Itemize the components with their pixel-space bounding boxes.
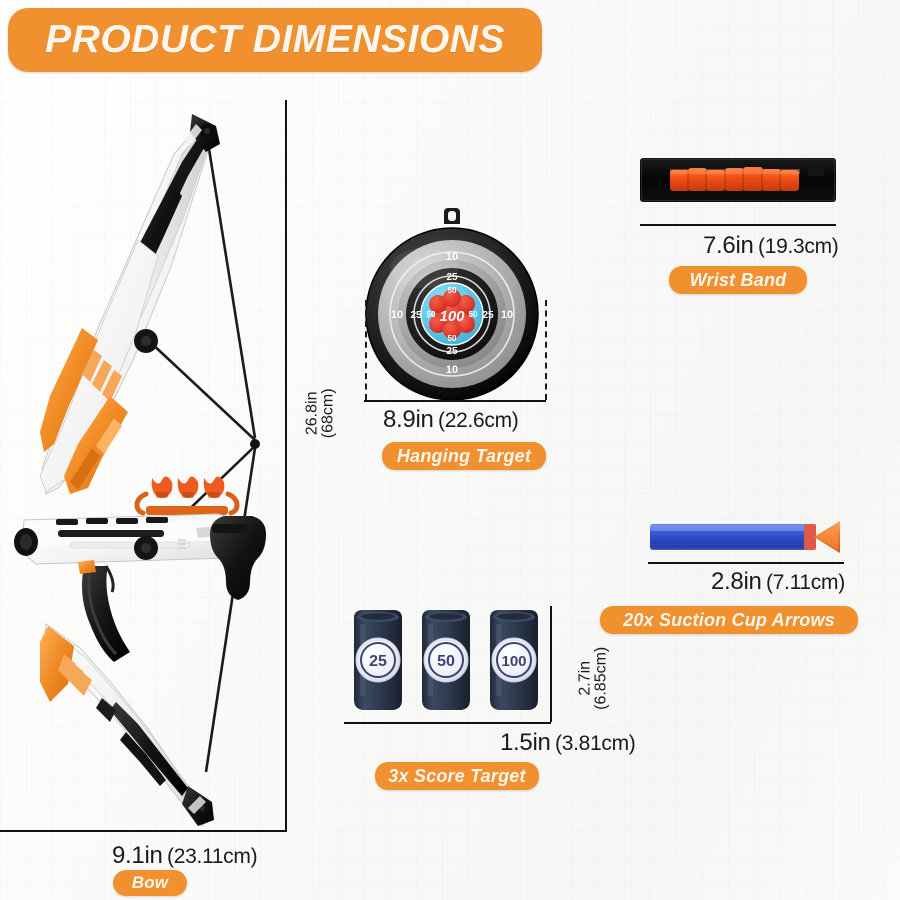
- svg-text:100: 100: [439, 308, 465, 325]
- cans-height-inches: 2.7in: [576, 660, 594, 696]
- page-title: PRODUCT DIMENSIONS: [8, 8, 542, 72]
- cans-height-cm: (6.85cm): [593, 646, 610, 710]
- label-hanging-target: Hanging Target: [382, 442, 546, 470]
- label-bow: Bow: [113, 870, 187, 896]
- bow-width-dimension-line: [0, 830, 287, 832]
- svg-text:50: 50: [427, 310, 436, 319]
- target-width-inches: 8.9in: [383, 406, 434, 433]
- svg-text:25: 25: [369, 653, 387, 670]
- svg-text:100: 100: [501, 653, 526, 670]
- label-suction-cup-arrows: 20x Suction Cup Arrows: [600, 606, 858, 634]
- svg-text:10: 10: [501, 309, 513, 321]
- dart-width-measurement: 2.8in (7.11cm): [711, 568, 845, 596]
- cans-height-dimension-line: [550, 606, 552, 722]
- bow-width-measurement: 9.1in (23.11cm): [112, 842, 258, 870]
- bow-width-cm: (23.11cm): [167, 845, 258, 868]
- label-wrist-band: Wrist Band: [669, 266, 807, 294]
- cans-width-measurement: 1.5in (3.81cm): [500, 729, 636, 757]
- cans-width-dimension-line: [344, 722, 551, 724]
- svg-text:25: 25: [410, 310, 422, 321]
- dart-width-inches: 2.8in: [711, 568, 762, 595]
- svg-text:25: 25: [446, 272, 458, 283]
- target-width-cm: (22.6cm): [438, 409, 519, 432]
- bow-height-inches: 26.8in: [303, 391, 321, 436]
- bow-height-cm: (68cm): [320, 388, 337, 439]
- target-width-measurement: 8.9in (22.6cm): [383, 406, 519, 434]
- wrist-band-width-dimension-line: [640, 224, 836, 226]
- wrist-band-icon: [640, 152, 836, 208]
- svg-text:25: 25: [482, 310, 494, 321]
- target-width-dimension-line: [364, 400, 546, 402]
- score-cans-icon: 25 50: [344, 604, 540, 720]
- bow-height-measurement: 26.8in (68cm): [303, 367, 338, 459]
- svg-text:10: 10: [391, 309, 403, 321]
- svg-text:10: 10: [446, 364, 458, 376]
- bow-height-dimension-line: [285, 100, 287, 830]
- label-score-target: 3x Score Target: [375, 762, 539, 790]
- svg-text:10: 10: [446, 251, 458, 263]
- wrist-band-width-cm: (19.3cm): [758, 235, 839, 258]
- cans-height-measurement: 2.7in (6.85cm): [576, 630, 611, 726]
- svg-text:50: 50: [437, 653, 455, 670]
- cans-width-cm: (3.81cm): [555, 732, 636, 755]
- target-right-extension-line: [545, 300, 547, 400]
- wrist-band-width-measurement: 7.6in (19.3cm): [703, 232, 839, 260]
- dart-width-dimension-line: [648, 562, 844, 564]
- toy-bow-icon: [6, 96, 294, 826]
- target-left-extension-line: [365, 300, 367, 400]
- bow-width-inches: 9.1in: [112, 842, 163, 869]
- svg-text:50: 50: [469, 310, 478, 319]
- dart-width-cm: (7.11cm): [766, 571, 845, 594]
- cans-width-inches: 1.5in: [500, 729, 551, 756]
- archery-target-icon: 10 10 10 10 25 25 25 25 50 50 50 50 100: [352, 206, 552, 402]
- svg-text:25: 25: [446, 346, 458, 357]
- svg-text:50: 50: [448, 334, 457, 343]
- foam-dart-icon: [648, 512, 848, 562]
- svg-text:50: 50: [448, 286, 457, 295]
- wrist-band-width-inches: 7.6in: [703, 232, 754, 259]
